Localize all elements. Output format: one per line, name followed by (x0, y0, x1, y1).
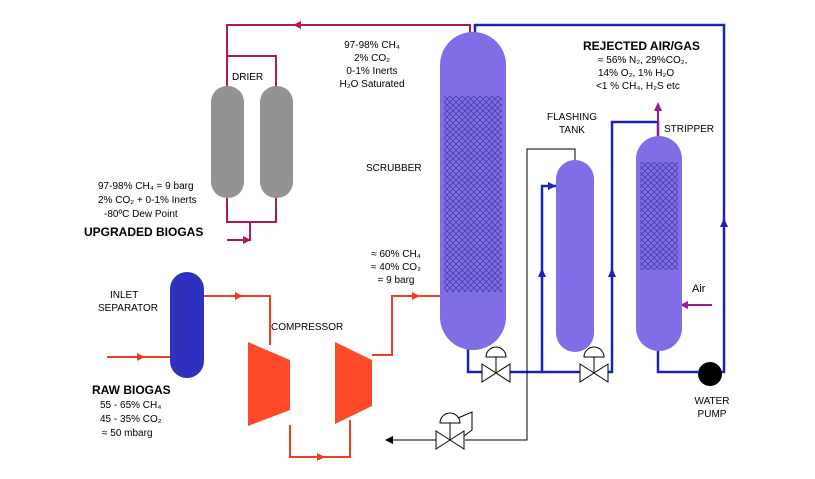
inlet-separator-label-1: INLET (110, 290, 139, 301)
upgraded-biogas-line2: 2% CO₂ + 0-1% Inerts (98, 195, 197, 206)
air-label: Air (692, 283, 706, 295)
flashing-tank-vessel (556, 160, 594, 352)
flash-gas-recycle-line (390, 148, 576, 441)
valve-recycle (435, 411, 473, 450)
drier-column-left (211, 86, 244, 198)
scrubber-label: SCRUBBER (366, 163, 422, 174)
air-in-arrow (680, 301, 688, 309)
water-arrow-stripper (608, 268, 616, 277)
raw-biogas-line2: 45 - 35% CO₂ (100, 414, 162, 425)
rejected-gas-arrow (654, 102, 662, 111)
flashing-tank-label-2: TANK (559, 125, 585, 136)
recycle-arrow (385, 436, 393, 444)
raw-arrow-4 (412, 292, 420, 300)
scrubber-inlet-gas-line1: ≈ 60% CH₄ (371, 249, 421, 260)
compressor-shape (248, 342, 372, 426)
flashing-tank-label-1: FLASHING (546, 112, 597, 123)
scrubber-top-gas-line4: H₂O Saturated (339, 79, 405, 90)
compressor-label: COMPRESSOR (271, 322, 344, 333)
valve-flash-tank (579, 346, 609, 383)
raw-arrow-1 (137, 353, 145, 361)
inlet-separator-label-2: SEPARATOR (98, 303, 159, 314)
raw-arrow-3 (317, 453, 325, 461)
water-pump-symbol (698, 362, 722, 386)
scrubber-vessel (440, 32, 506, 350)
water-loop-line (466, 23, 726, 374)
drier-column-right (260, 86, 293, 198)
scrubber-inlet-gas-line2: ≈ 40% CO₂ (371, 262, 421, 273)
raw-biogas-line3: ≈ 50 mbarg (102, 428, 153, 439)
raw-biogas-line1: 55 - 65% CH₄ (100, 400, 162, 411)
gas-arrow-left (293, 21, 301, 29)
drier-label: DRIER (232, 72, 264, 83)
rejected-air-gas-line2: 14% O₂, 1% H₂O (598, 68, 675, 79)
scrubber-top-gas-line2: 2% CO₂ (353, 53, 391, 64)
inlet-separator-vessel (170, 272, 204, 378)
water-pump-label-2: PUMP (697, 409, 727, 420)
water-arrow-top (720, 218, 728, 227)
drier-vessels (211, 86, 293, 198)
upgraded-biogas-title: UPGRADED BIOGAS (84, 225, 204, 239)
stripper-vessel (636, 136, 682, 351)
scrubber-top-gas-line3: 0-1% Inerts (346, 66, 398, 77)
rejected-air-gas-line1: ≈ 56% N₂, 29%CO₂, (598, 55, 688, 66)
water-pump-label-1: WATER (694, 396, 730, 407)
upgraded-biogas-line3: -80ºC Dew Point (104, 209, 178, 220)
biogas-out-arrow (243, 236, 251, 244)
raw-biogas-title: RAW BIOGAS (92, 383, 171, 397)
raw-arrow-2 (235, 292, 243, 300)
valve-scrubber (481, 346, 511, 383)
scrubber-top-gas-line1: 97-98% CH₄ (344, 40, 400, 51)
rejected-air-gas-line3: <1 % CH₄, H₂S etc (596, 81, 680, 92)
water-arrow-flash (538, 268, 546, 277)
rejected-air-gas-title: REJECTED AIR/GAS (583, 39, 700, 53)
water-arrow-flash-top (548, 182, 556, 190)
stripper-label: STRIPPER (664, 124, 715, 135)
upgraded-biogas-line1: 97-98% CH₄ = 9 barg (98, 181, 194, 192)
scrubber-inlet-gas-line3: = 9 barg (377, 275, 415, 286)
